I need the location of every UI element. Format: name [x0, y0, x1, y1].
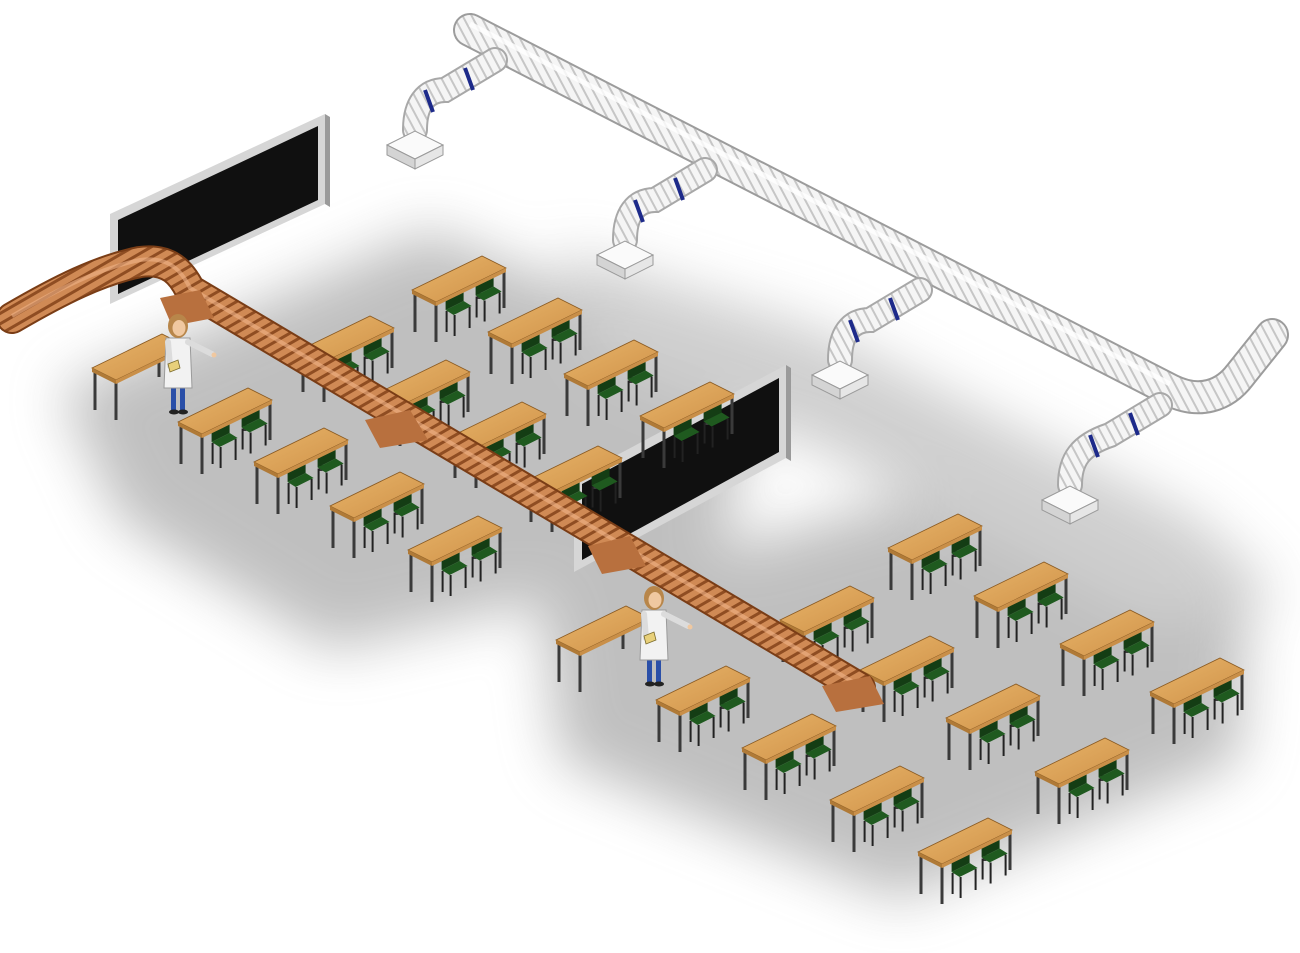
- student-desk: [1034, 737, 1130, 824]
- chair: [591, 459, 618, 512]
- teacher-figure: [163, 314, 217, 415]
- white-ventilation-duct: [453, 13, 1289, 415]
- student-desk: [407, 515, 503, 602]
- flexible-exhaust-duct: [0, 245, 884, 712]
- student-desk: [639, 381, 735, 468]
- student-desk: [945, 683, 1041, 770]
- student-desk: [329, 471, 425, 558]
- student-desk: [655, 665, 751, 752]
- student-desk: [487, 297, 583, 384]
- exhaust-hood: [385, 47, 508, 170]
- exhaust-hood: [595, 157, 718, 280]
- chair: [363, 329, 390, 382]
- student-desk: [411, 255, 507, 342]
- people-layer: [163, 314, 693, 687]
- exhaust-hoods: [385, 47, 1173, 525]
- student-desk: [829, 765, 925, 852]
- student-desk: [917, 817, 1013, 904]
- exhaust-hood: [810, 277, 933, 400]
- student-desk: [973, 561, 1069, 648]
- student-desk: [253, 427, 349, 514]
- student-desk: [563, 339, 659, 426]
- duct-drop-collar: [588, 536, 646, 574]
- chair: [1183, 686, 1210, 738]
- duct-drop-collar: [822, 676, 884, 712]
- student-desk: [741, 713, 837, 800]
- student-desk: [177, 387, 273, 474]
- student-desk: [1059, 609, 1155, 696]
- exhaust-hood: [1040, 392, 1173, 525]
- teacher-figure: [639, 586, 693, 687]
- duct-drop-collar: [365, 410, 428, 448]
- student-desk: [1149, 657, 1245, 744]
- student-desk: [887, 513, 983, 600]
